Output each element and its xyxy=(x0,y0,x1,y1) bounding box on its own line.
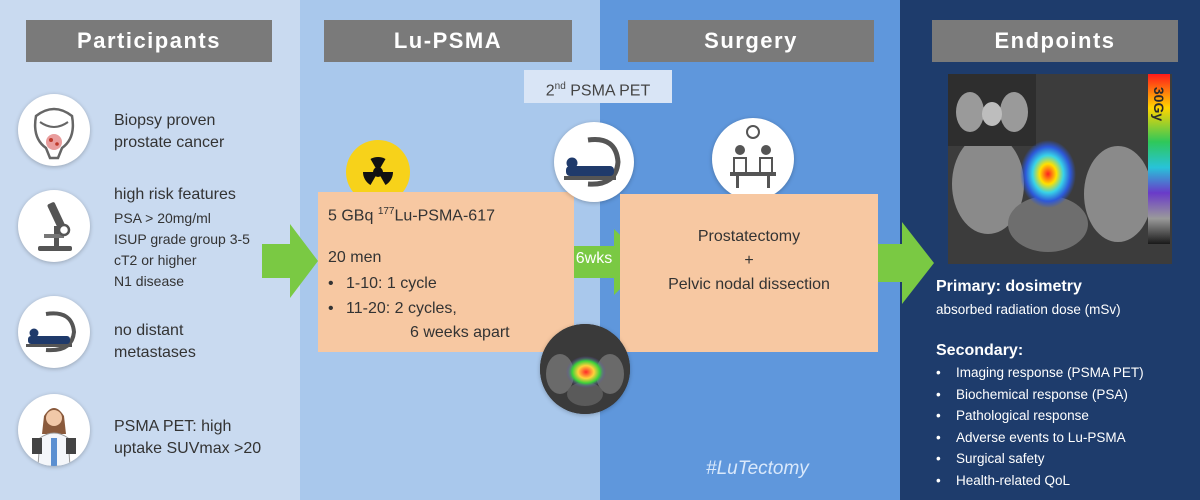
prostatectomy-text: Prostatectomy xyxy=(697,228,801,245)
lupsma-header: Lu-PSMA xyxy=(324,20,572,62)
cohort-line: 20 men xyxy=(328,249,382,266)
no-distant-line-2: metastases xyxy=(114,344,196,361)
biopsy-line-1: Biopsy proven xyxy=(114,112,216,129)
biopsy-line-2: prostate cancer xyxy=(114,134,225,151)
psma-pet-line-1: PSMA PET: high xyxy=(114,418,232,435)
arrow-right-icon xyxy=(262,224,318,298)
surgery-box: Prostatectomy + Pelvic nodal dissection xyxy=(620,194,878,352)
pet-scan-image xyxy=(540,324,630,414)
risk-n1: N1 disease xyxy=(114,273,185,289)
lupsma-box: 5 GBq 177Lu-PSMA-617 20 men •1-10: 1 cyc… xyxy=(318,192,574,352)
dosimetry-image: 30Gy xyxy=(948,74,1172,264)
psma-pet-line-2: uptake SUVmax >20 xyxy=(114,440,262,457)
microscope-icon xyxy=(18,190,90,262)
bullet-1: •1-10: 1 cycle xyxy=(328,275,437,292)
secondary-item: •Surgical safety xyxy=(936,451,1045,466)
no-distant-line-1: no distant xyxy=(114,322,184,339)
hashtag: #LuTectomy xyxy=(706,458,809,479)
secondary-title: Secondary: xyxy=(936,342,1024,359)
surgery-header: Surgery xyxy=(628,20,874,62)
bullet-2-continuation: 6 weeks apart xyxy=(410,324,510,341)
secondary-list: •Imaging response (PSMA PET) •Biochemica… xyxy=(936,362,1144,491)
risk-isup: ISUP grade group 3-5 xyxy=(114,231,250,247)
risk-psa: PSA > 20mg/ml xyxy=(114,210,211,226)
secondary-item: •Adverse events to Lu-PSMA xyxy=(936,429,1126,445)
arrow-endpoints-icon xyxy=(868,222,934,304)
primary-title: Primary: dosimetry xyxy=(936,278,1082,295)
risk-ct2: cT2 or higher xyxy=(114,252,197,268)
endpoints-header: Endpoints xyxy=(932,20,1178,62)
plus-sign: + xyxy=(744,252,754,269)
bullet-2: •11-20: 2 cycles, xyxy=(328,300,457,317)
secondary-item: •Pathological response xyxy=(936,408,1089,423)
dose-line: 5 GBq 177Lu-PSMA-617 xyxy=(328,206,495,225)
doctor-icon xyxy=(18,394,90,466)
prostate-icon xyxy=(18,94,90,166)
primary-desc: absorbed radiation dose (mSv) xyxy=(936,302,1121,317)
interval-label: 6wks xyxy=(575,250,613,267)
surgery-icon xyxy=(712,118,794,200)
secondary-item: •Imaging response (PSMA PET) xyxy=(936,365,1144,380)
participants-header: Participants xyxy=(26,20,272,62)
secondary-item: •Health-related QoL xyxy=(936,472,1071,488)
second-psma-pet-label: 2nd PSMA PET xyxy=(524,70,672,103)
risk-title: high risk features xyxy=(114,186,236,203)
pelvic-dissection-text: Pelvic nodal dissection xyxy=(668,276,830,293)
secondary-item: •Biochemical response (PSA) xyxy=(936,386,1128,402)
pet-scanner-icon xyxy=(554,122,634,202)
pet-scanner-icon xyxy=(18,296,90,368)
dose-scale-label: 30Gy xyxy=(1151,86,1168,122)
